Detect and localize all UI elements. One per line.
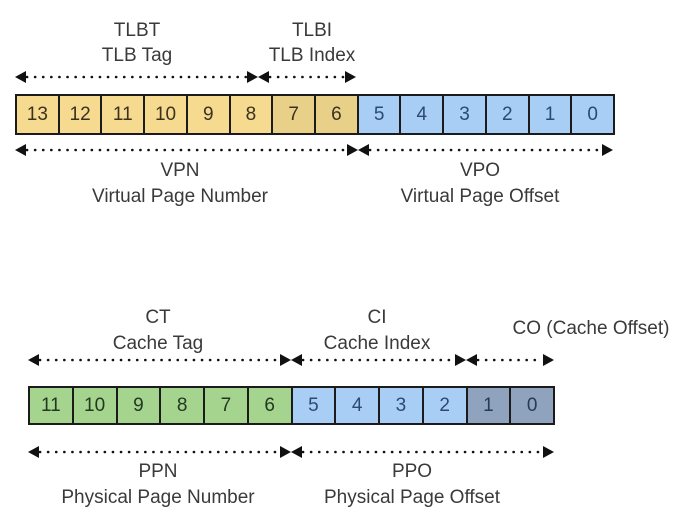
vpo-abbr: VPO <box>459 160 501 181</box>
bit-cell-tlbt: 9 <box>187 96 231 133</box>
tlbi-name: TLB Index <box>268 45 356 66</box>
bit-cell-vpo: 5 <box>358 96 402 133</box>
bit-cell-ci: 4 <box>336 388 380 423</box>
ct-name: Cache Tag <box>112 333 204 354</box>
ci-arrow <box>291 354 466 366</box>
ct-arrow <box>28 354 291 366</box>
bit-cell-vpo: 0 <box>572 96 614 133</box>
tlbi-arrow <box>258 71 356 83</box>
bit-cell-tlbt: 12 <box>59 96 103 133</box>
bit-cell-ct: 10 <box>73 388 118 423</box>
tlbt-name: TLB Tag <box>101 45 173 66</box>
vpn-arrow <box>15 144 358 156</box>
bit-cell-ci: 5 <box>292 388 337 423</box>
co-arrow <box>466 354 554 366</box>
ppn-name: Physical Page Number <box>61 487 255 508</box>
bit-cell-vpo: 3 <box>444 96 487 133</box>
vpo-arrow <box>358 144 613 156</box>
bit-cell-tlbi: 6 <box>316 96 359 133</box>
ct-abbr: CT <box>145 307 171 328</box>
vpn-name: Virtual Page Number <box>91 186 269 207</box>
bit-cell-ci: 3 <box>380 388 424 423</box>
tlbi-abbr: TLBI <box>291 20 333 41</box>
bit-cell-tlbt: 13 <box>17 96 60 133</box>
vpo-name: Virtual Page Offset <box>400 186 560 207</box>
bit-cell-tlbt: 11 <box>102 96 146 133</box>
bit-cell-tlbt: 10 <box>145 96 188 133</box>
vpn-abbr: VPN <box>160 160 200 181</box>
bit-cell-ct: 11 <box>30 388 74 423</box>
bit-cell-vpo: 2 <box>486 96 530 133</box>
ppn-arrow <box>28 446 291 458</box>
bit-cell-ct: 6 <box>248 388 293 423</box>
bit-cell-ci: 2 <box>423 388 468 423</box>
bit-cell-vpo: 4 <box>401 96 445 133</box>
ppo-abbr: PPO <box>391 461 433 482</box>
bit-cell-ct: 7 <box>205 388 249 423</box>
ci-name: Cache Index <box>323 333 431 354</box>
co-label: CO (Cache Offset) <box>512 318 670 339</box>
ppo-name: Physical Page Offset <box>323 487 501 508</box>
bit-cell-ct: 8 <box>161 388 205 423</box>
ppn-abbr: PPN <box>138 461 178 482</box>
bit-cell-tlbt: 8 <box>230 96 274 133</box>
bit-cell-co: 1 <box>467 388 512 423</box>
tlbt-abbr: TLBT <box>113 20 161 41</box>
bit-cell-tlbi: 7 <box>273 96 317 133</box>
tlbt-arrow <box>15 71 258 83</box>
bit-cell-ct: 9 <box>117 388 162 423</box>
ci-abbr: CI <box>367 307 387 328</box>
ppo-arrow <box>291 446 554 458</box>
bit-cell-vpo: 1 <box>529 96 573 133</box>
bit-cell-co: 0 <box>511 388 553 423</box>
